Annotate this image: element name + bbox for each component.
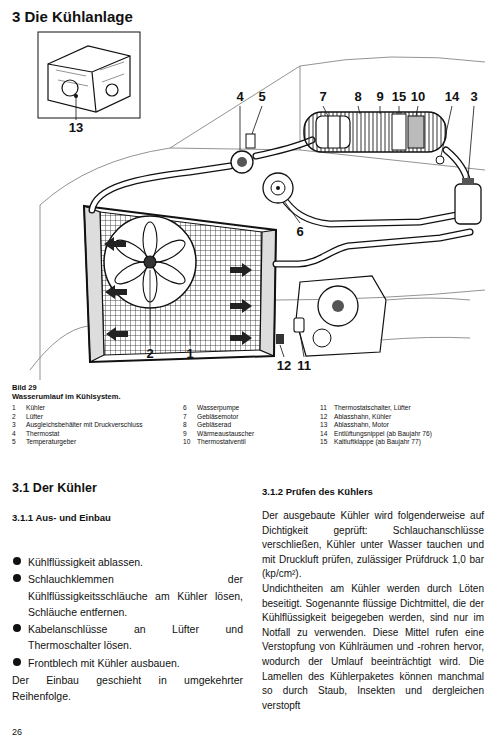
note-text: Der Einbau geschieht in umgekehrter Reih… [12, 672, 243, 705]
callout-number: 11 [297, 359, 311, 374]
bullet-item: Kabelanschlüsse an Lüfter und Thermoscha… [12, 621, 243, 654]
page-number: 26 [12, 727, 22, 737]
bullet-dot [13, 624, 21, 632]
part-name: Ablasshahn, Kühler [334, 413, 391, 421]
figure-title: Wasserumlauf im Kühlsystem. [12, 393, 121, 402]
callout-number: 3 [470, 90, 477, 105]
bullet-dot [13, 557, 21, 565]
part-name: Temperaturgeber [26, 438, 76, 446]
step-text: Frontblech mit Kühler ausbauen. [28, 655, 243, 671]
part-name: Entlüftungsnippel (ab Baujahr 76) [334, 430, 432, 438]
callout-number: 1 [186, 347, 193, 362]
section-heading: 3.1 Der Kühler [12, 481, 97, 495]
callout-number: 13 [69, 121, 83, 136]
part-name: Wärmeaustauscher [197, 430, 254, 438]
callout-number: 2 [146, 347, 153, 362]
page-title: 3 Die Kühlanlage [12, 8, 133, 25]
subsection-heading: 3.1.2 Prüfen des Kühlers [262, 486, 484, 497]
part-number: 14 [320, 430, 327, 438]
part-number: 3 [12, 421, 16, 429]
part-name: Ablasshahn, Motor [334, 421, 389, 429]
part-name: Thermostatschalter, Lüfter [334, 404, 411, 412]
part-number: 7 [183, 413, 187, 421]
callout-number: 14 [445, 90, 459, 105]
subsection-heading: 3.1.1 Aus- und Einbau [12, 512, 243, 523]
part-number: 2 [12, 413, 16, 421]
callout-number: 7 [319, 90, 326, 105]
part-name: Lüfter [26, 413, 43, 421]
part-number: 6 [183, 404, 187, 412]
part-name: Gebläsemotor [197, 413, 238, 421]
part-number: 9 [183, 430, 187, 438]
body-paragraph: Der ausgebaute Kühler wird folgenderweis… [262, 509, 484, 582]
bullet-dot [13, 658, 21, 666]
callout-number: 9 [376, 90, 383, 105]
part-name: Kaltluftklappe (ab Baujahr 77) [334, 438, 421, 446]
callout-number: 5 [258, 90, 265, 105]
step-text: Kühlflüssigkeit ablassen. [28, 554, 243, 570]
text-column: 3.1.2 Prüfen des KühlersDer ausgebaute K… [262, 486, 484, 713]
part-number: 12 [320, 413, 327, 421]
callout-number: 12 [277, 359, 291, 374]
bullet-dot [13, 574, 21, 582]
part-number: 11 [320, 404, 327, 412]
text-column: 3.1.1 Aus- und EinbauKühlflüssigkeit abl… [12, 512, 243, 705]
part-name: Ausgleichsbehälter mit Druckverschluss [26, 421, 143, 429]
callout-number: 10 [411, 90, 425, 105]
part-number: 4 [12, 430, 16, 438]
callout-number: 8 [354, 90, 361, 105]
part-name: Kühler [26, 404, 45, 412]
part-number: 13 [320, 421, 327, 429]
body-paragraph: Undichtheiten am Kühler werden durch Löt… [262, 582, 484, 713]
callout-number: 4 [236, 90, 243, 105]
bullet-item: Schlauchklemmen der Kühlflüssigkeitsschl… [12, 571, 243, 620]
step-text: Kabelanschlüsse an Lüfter und Thermoscha… [28, 621, 243, 654]
part-name: Wasserpumpe [197, 404, 239, 412]
part-name: Gebläserad [197, 421, 231, 429]
step-text: Schlauchklemmen der Kühlflüssigkeitsschl… [28, 571, 243, 620]
part-number: 10 [183, 438, 190, 446]
bullet-item: Frontblech mit Kühler ausbauen. [12, 655, 243, 671]
part-number: 5 [12, 438, 16, 446]
part-name: Thermostatventil [197, 438, 246, 446]
callout-number: 6 [296, 225, 303, 240]
callout-number: 15 [392, 90, 406, 105]
figure-number: Bild 29 [12, 384, 37, 393]
part-number: 8 [183, 421, 187, 429]
part-number: 15 [320, 438, 327, 446]
part-name: Thermostat [26, 430, 59, 438]
part-number: 1 [12, 404, 16, 412]
bullet-item: Kühlflüssigkeit ablassen. [12, 554, 243, 570]
